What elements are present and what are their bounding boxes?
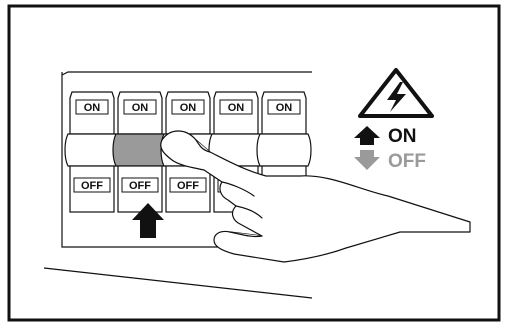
arrow-up-icon bbox=[132, 203, 164, 238]
breaker-lever-highlighted[interactable] bbox=[112, 133, 168, 167]
breaker-lever[interactable] bbox=[64, 133, 120, 167]
breaker-switch[interactable]: ON OFF bbox=[112, 91, 168, 213]
breaker-on-label: ON bbox=[228, 102, 245, 114]
frame-border bbox=[7, 4, 501, 322]
breaker-switch[interactable]: ON OFF bbox=[64, 91, 120, 213]
high-voltage-warning-icon bbox=[358, 68, 434, 118]
arrow-up-icon bbox=[354, 126, 380, 145]
hand-illustration bbox=[160, 130, 471, 263]
breaker-on-label: ON bbox=[276, 102, 293, 114]
breaker-on-label: ON bbox=[132, 102, 149, 114]
legend-on-label: ON bbox=[388, 126, 417, 147]
breaker-off-label: OFF bbox=[81, 180, 103, 192]
off-label-box bbox=[169, 177, 207, 193]
on-label-box bbox=[219, 99, 253, 115]
off-label-box bbox=[121, 177, 159, 193]
legend-off-label: OFF bbox=[388, 151, 426, 172]
on-label-box bbox=[171, 99, 205, 115]
on-label-box bbox=[267, 99, 301, 115]
on-label-box bbox=[123, 99, 157, 115]
breaker-off-label: OFF bbox=[129, 180, 151, 192]
off-label-box bbox=[73, 177, 111, 193]
breaker-on-label: ON bbox=[180, 102, 197, 114]
breaker-off-label: OFF bbox=[177, 180, 199, 192]
breaker-switch[interactable]: ON OFF bbox=[160, 91, 216, 213]
arrow-down-icon bbox=[354, 150, 380, 170]
breaker-row: ONOFFONOFFONOFFONOFFONOFF bbox=[64, 91, 312, 213]
on-label-box bbox=[75, 99, 109, 115]
breaker-lever[interactable] bbox=[256, 133, 312, 167]
breaker-on-label: ON bbox=[84, 102, 101, 114]
legend: ON OFF bbox=[354, 126, 426, 172]
